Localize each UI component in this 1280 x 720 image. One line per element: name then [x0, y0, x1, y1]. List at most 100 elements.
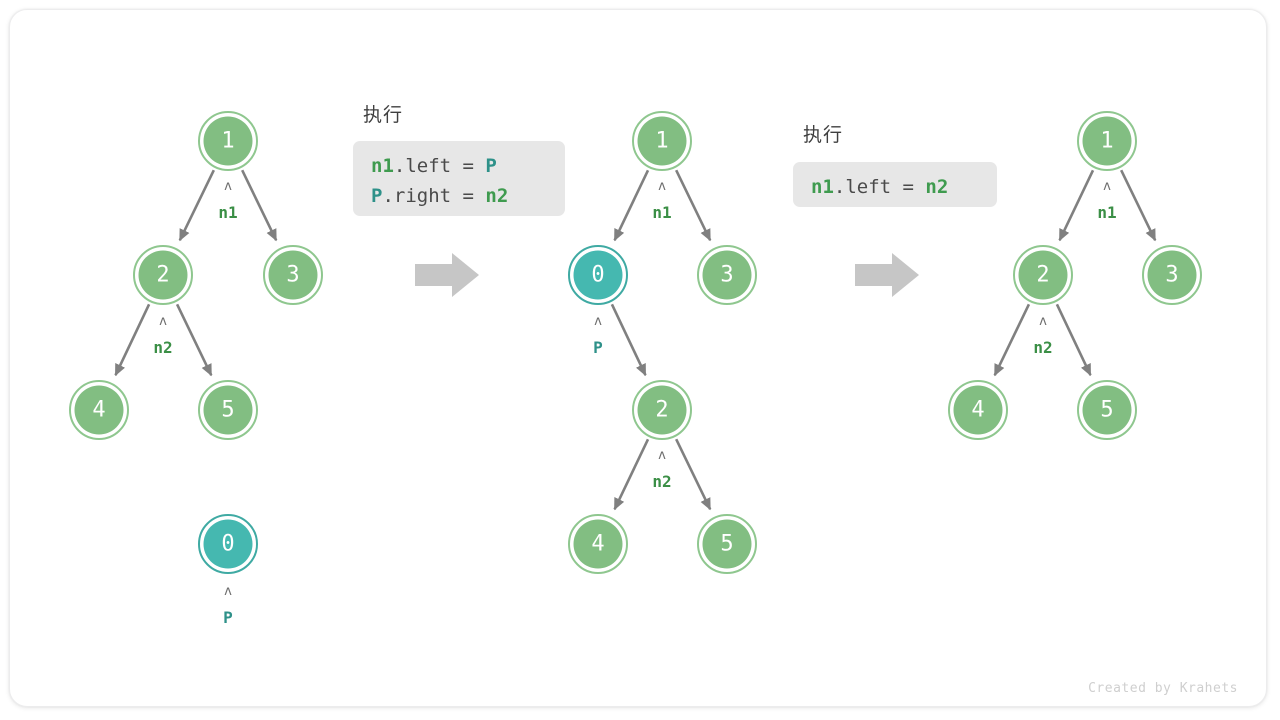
- node-fill: [203, 116, 253, 166]
- node-value: 5: [221, 398, 234, 423]
- pointer-caret-icon: ʌ: [594, 314, 602, 329]
- tree-node-2[interactable]: 2: [632, 380, 692, 440]
- tree-edge: [175, 303, 213, 377]
- node-fill: [573, 519, 623, 569]
- pointer-label-n1: n1: [652, 203, 671, 222]
- pointer-label-n1: n1: [218, 203, 237, 222]
- node-value: 2: [655, 398, 668, 423]
- node-fill: [637, 385, 687, 435]
- code-token: P: [371, 185, 383, 207]
- tree-node-4[interactable]: 4: [568, 514, 628, 574]
- node-outer-ring: [198, 380, 258, 440]
- node-value: 3: [286, 263, 299, 288]
- tree-edge: [1058, 169, 1095, 242]
- node-value: 1: [221, 129, 234, 154]
- tree-node-3[interactable]: 3: [1142, 245, 1202, 305]
- node-value: 3: [1165, 263, 1178, 288]
- node-outer-ring: [1077, 111, 1137, 171]
- code-line: n1.left = n2: [811, 172, 979, 202]
- node-fill: [74, 385, 124, 435]
- step-arrow-2: [855, 253, 919, 297]
- pointer-caret-icon: ʌ: [159, 314, 167, 329]
- tree-node-2[interactable]: 2: [1013, 245, 1073, 305]
- pointer-label-P: P: [593, 338, 603, 357]
- node-fill: [1018, 250, 1068, 300]
- node-fill: [203, 519, 253, 569]
- node-outer-ring: [632, 380, 692, 440]
- tree-node-5[interactable]: 5: [697, 514, 757, 574]
- code-token: n1: [811, 176, 834, 198]
- code-token: n2: [925, 176, 949, 198]
- tree-edge: [613, 169, 650, 242]
- tree-node-4[interactable]: 4: [948, 380, 1008, 440]
- tree-node-5[interactable]: 5: [198, 380, 258, 440]
- node-fill: [1082, 385, 1132, 435]
- code-token: P: [485, 155, 497, 177]
- pointer-label-n2: n2: [1033, 338, 1052, 357]
- tree-node-4[interactable]: 4: [69, 380, 129, 440]
- node-outer-ring: [568, 245, 628, 305]
- node-value: 4: [591, 532, 604, 557]
- node-outer-ring: [697, 245, 757, 305]
- tree-edge: [114, 303, 151, 377]
- node-value: 0: [221, 532, 234, 557]
- node-outer-ring: [1077, 380, 1137, 440]
- tree-node-1[interactable]: 1: [198, 111, 258, 171]
- exec-label: 执行: [363, 105, 404, 126]
- node-value: 1: [655, 129, 668, 154]
- pointer-label-P: P: [223, 608, 233, 627]
- node-value: 3: [720, 263, 733, 288]
- code-line: P.right = n2: [371, 181, 547, 211]
- tree-node-3[interactable]: 3: [697, 245, 757, 305]
- tree-node-1[interactable]: 1: [632, 111, 692, 171]
- exec-label: 执行: [803, 125, 844, 146]
- tree-node-3[interactable]: 3: [263, 245, 323, 305]
- node-value: 2: [1036, 263, 1049, 288]
- node-outer-ring: [69, 380, 129, 440]
- code-token: .left =: [833, 176, 926, 198]
- node-value: 4: [92, 398, 105, 423]
- tree-edge: [1120, 169, 1157, 242]
- tree-edge: [178, 169, 215, 242]
- tree-node-2[interactable]: 2: [133, 245, 193, 305]
- tree-edge: [675, 169, 712, 242]
- node-fill: [573, 250, 623, 300]
- node-value: 5: [720, 532, 733, 557]
- node-outer-ring: [697, 514, 757, 574]
- pointer-label-n1: n1: [1097, 203, 1116, 222]
- node-outer-ring: [632, 111, 692, 171]
- node-fill: [268, 250, 318, 300]
- tree-node-5[interactable]: 5: [1077, 380, 1137, 440]
- node-outer-ring: [263, 245, 323, 305]
- code-token: .left =: [393, 155, 486, 177]
- node-fill: [637, 116, 687, 166]
- pointer-caret-icon: ʌ: [224, 179, 232, 194]
- node-outer-ring: [198, 514, 258, 574]
- pointer-caret-icon: ʌ: [658, 179, 666, 194]
- step-arrow-1: [415, 253, 479, 297]
- node-outer-ring: [133, 245, 193, 305]
- tree-node-0[interactable]: 0: [568, 245, 628, 305]
- tree-edge: [613, 438, 650, 511]
- node-value: 2: [156, 263, 169, 288]
- tree-edge: [993, 303, 1031, 377]
- tree-node-0[interactable]: 0: [198, 514, 258, 574]
- node-fill: [953, 385, 1003, 435]
- step-arrows: [415, 253, 919, 297]
- pointer-caret-icon: ʌ: [224, 584, 232, 599]
- tree-node-1[interactable]: 1: [1077, 111, 1137, 171]
- node-value: 4: [971, 398, 984, 423]
- tree-nodes: 1 2 3 4 5 0 1 0 3 2 4 5 1 2 3 4 5: [69, 111, 1202, 574]
- node-fill: [203, 385, 253, 435]
- credit-text: Created by Krahets: [1088, 681, 1238, 696]
- node-fill: [1147, 250, 1197, 300]
- node-value: 1: [1100, 129, 1113, 154]
- code-token: .right =: [382, 185, 486, 207]
- pointer-caret-icon: ʌ: [1039, 314, 1047, 329]
- pointer-label-n2: n2: [652, 472, 671, 491]
- code-token: n2: [485, 185, 509, 207]
- pointer-caret-icon: ʌ: [658, 448, 666, 463]
- node-outer-ring: [1142, 245, 1202, 305]
